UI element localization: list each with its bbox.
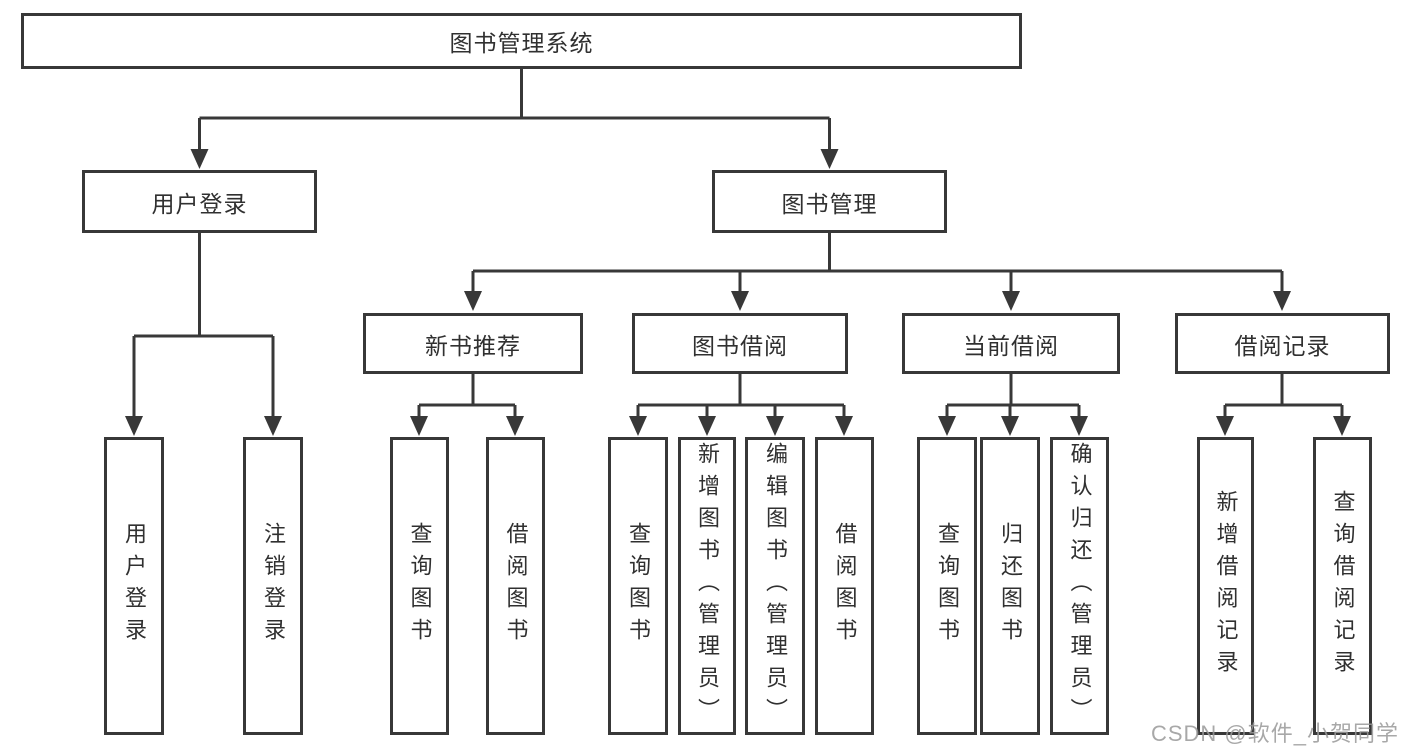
node-leaf-borrow-books-1: 借阅图书	[486, 437, 545, 735]
node-leaf-return-books: 归还图书	[980, 437, 1040, 735]
leaf-label: 注销登录	[261, 522, 286, 650]
leaf-label: 编辑图书（管理员）	[763, 442, 788, 730]
node-borrowing-records: 借阅记录	[1175, 313, 1390, 374]
node-leaf-query-borrow-record: 查询借阅记录	[1313, 437, 1372, 735]
node-leaf-query-books-2: 查询图书	[608, 437, 668, 735]
node-leaf-borrow-books-2: 借阅图书	[815, 437, 874, 735]
leaf-label: 查询图书	[935, 522, 960, 650]
node-leaf-confirm-return-admin: 确认归还（管理员）	[1050, 437, 1109, 735]
edge-current-borrow-to-leaves	[938, 374, 1088, 436]
node-library-management-system: 图书管理系统	[21, 13, 1022, 69]
leaf-label: 借阅图书	[503, 522, 529, 650]
node-leaf-query-books-1: 查询图书	[390, 437, 449, 735]
node-leaf-query-books-3: 查询图书	[917, 437, 977, 735]
node-current-borrowing: 当前借阅	[902, 313, 1120, 374]
csdn-watermark: CSDN @软件_小贺同学	[1150, 721, 1399, 746]
edge-new-book-rec-to-leaves	[410, 374, 524, 436]
node-book-management: 图书管理	[712, 170, 947, 233]
leaf-label: 查询图书	[626, 522, 651, 650]
node-user-login: 用户登录	[82, 170, 317, 233]
leaf-label: 新增图书（管理员）	[695, 442, 720, 730]
leaf-label: 查询图书	[407, 522, 433, 650]
edge-root-to-level2	[190, 68, 839, 169]
node-leaf-edit-books-admin: 编辑图书（管理员）	[745, 437, 805, 735]
node-leaf-add-borrow-record: 新增借阅记录	[1197, 437, 1254, 735]
node-book-borrowing: 图书借阅	[632, 313, 848, 374]
edge-book-borrow-to-leaves	[629, 374, 853, 436]
leaf-label: 用户登录	[122, 522, 147, 650]
leaf-label: 新增借阅记录	[1213, 490, 1239, 682]
leaf-label: 借阅图书	[832, 522, 858, 650]
leaf-label: 查询借阅记录	[1330, 490, 1356, 682]
node-new-book-recommendation: 新书推荐	[363, 313, 583, 374]
leaf-label: 归还图书	[998, 522, 1023, 650]
leaf-label: 确认归还（管理员）	[1067, 442, 1093, 730]
edge-book-mgmt-to-level3	[464, 233, 1291, 311]
edge-user-login-to-leaves	[125, 233, 282, 436]
edge-borrow-records-to-leaves	[1216, 374, 1351, 436]
node-leaf-user-login: 用户登录	[104, 437, 164, 735]
node-leaf-add-books-admin: 新增图书（管理员）	[678, 437, 736, 735]
node-leaf-logout: 注销登录	[243, 437, 303, 735]
